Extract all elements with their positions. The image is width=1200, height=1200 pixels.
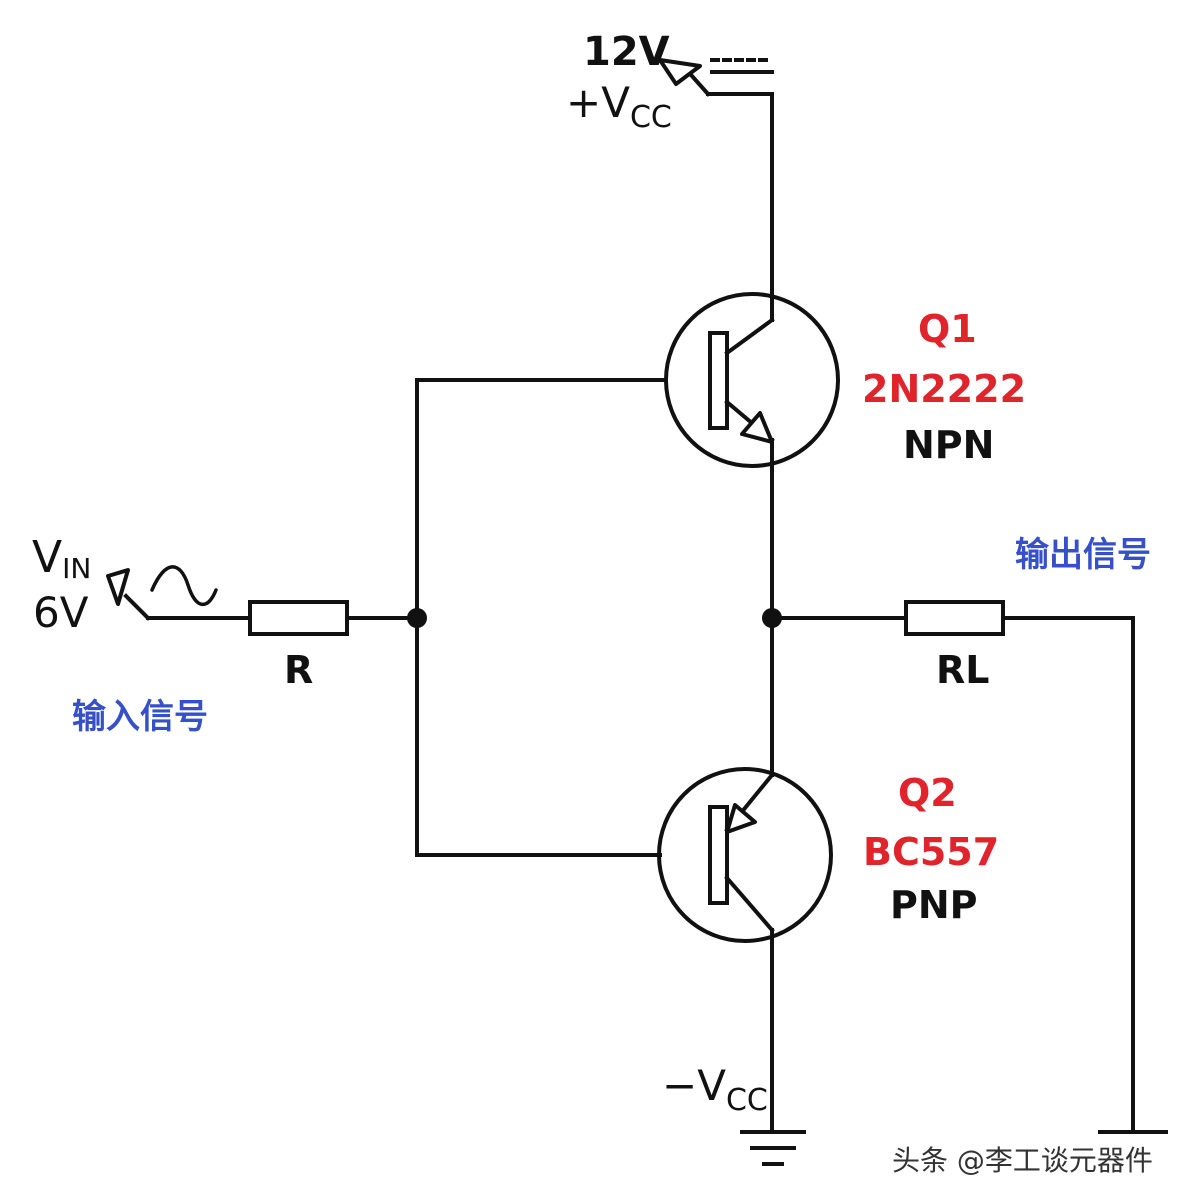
- q2-part-label: BC557: [863, 830, 999, 874]
- supply-voltage-label: 12V: [583, 29, 670, 75]
- plus-vcc-subscript: CC: [630, 100, 672, 135]
- input-terminal: [106, 565, 218, 621]
- base-bus-wire: [415, 378, 668, 857]
- input-name-subscript: IN: [62, 552, 91, 585]
- input-signal-caption: 输入信号: [72, 697, 208, 737]
- q2-transistor-symbol: [657, 767, 833, 943]
- load-return-wire: [1001, 616, 1135, 1134]
- ground-symbol: [740, 1130, 806, 1166]
- load-resistor: [904, 600, 1005, 636]
- q1-id-label: Q1: [918, 307, 977, 351]
- input-voltage-label: 6V: [33, 588, 89, 637]
- q2-id-label: Q2: [898, 771, 957, 815]
- plus-vcc-label: +VCC: [566, 78, 672, 135]
- plus-vcc-prefix: +V: [566, 78, 630, 127]
- input-name-label: VIN: [32, 532, 91, 585]
- minus-vcc-subscript: CC: [726, 1083, 768, 1118]
- q1-part-label: 2N2222: [862, 367, 1026, 411]
- q1-emitter-arrow: [740, 411, 774, 444]
- watermark-text: 头条 @李工谈元器件: [892, 1144, 1153, 1177]
- load-resistor-label: RL: [936, 648, 989, 692]
- input-resistor-label: R: [284, 648, 313, 692]
- q2-type-label: PNP: [890, 883, 978, 927]
- input-name-main: V: [32, 532, 62, 583]
- minus-vcc-prefix: −V: [662, 1061, 726, 1110]
- q1-type-label: NPN: [903, 423, 994, 467]
- minus-vcc-label: −VCC: [662, 1061, 768, 1118]
- sine-wave-icon: [150, 565, 218, 607]
- q2-emitter-arrow: [725, 803, 757, 834]
- q1-transistor-symbol: [664, 292, 840, 468]
- input-resistor: [248, 600, 349, 636]
- vcc-supply-terminal: [658, 58, 774, 322]
- output-signal-caption: 输出信号: [1015, 535, 1151, 575]
